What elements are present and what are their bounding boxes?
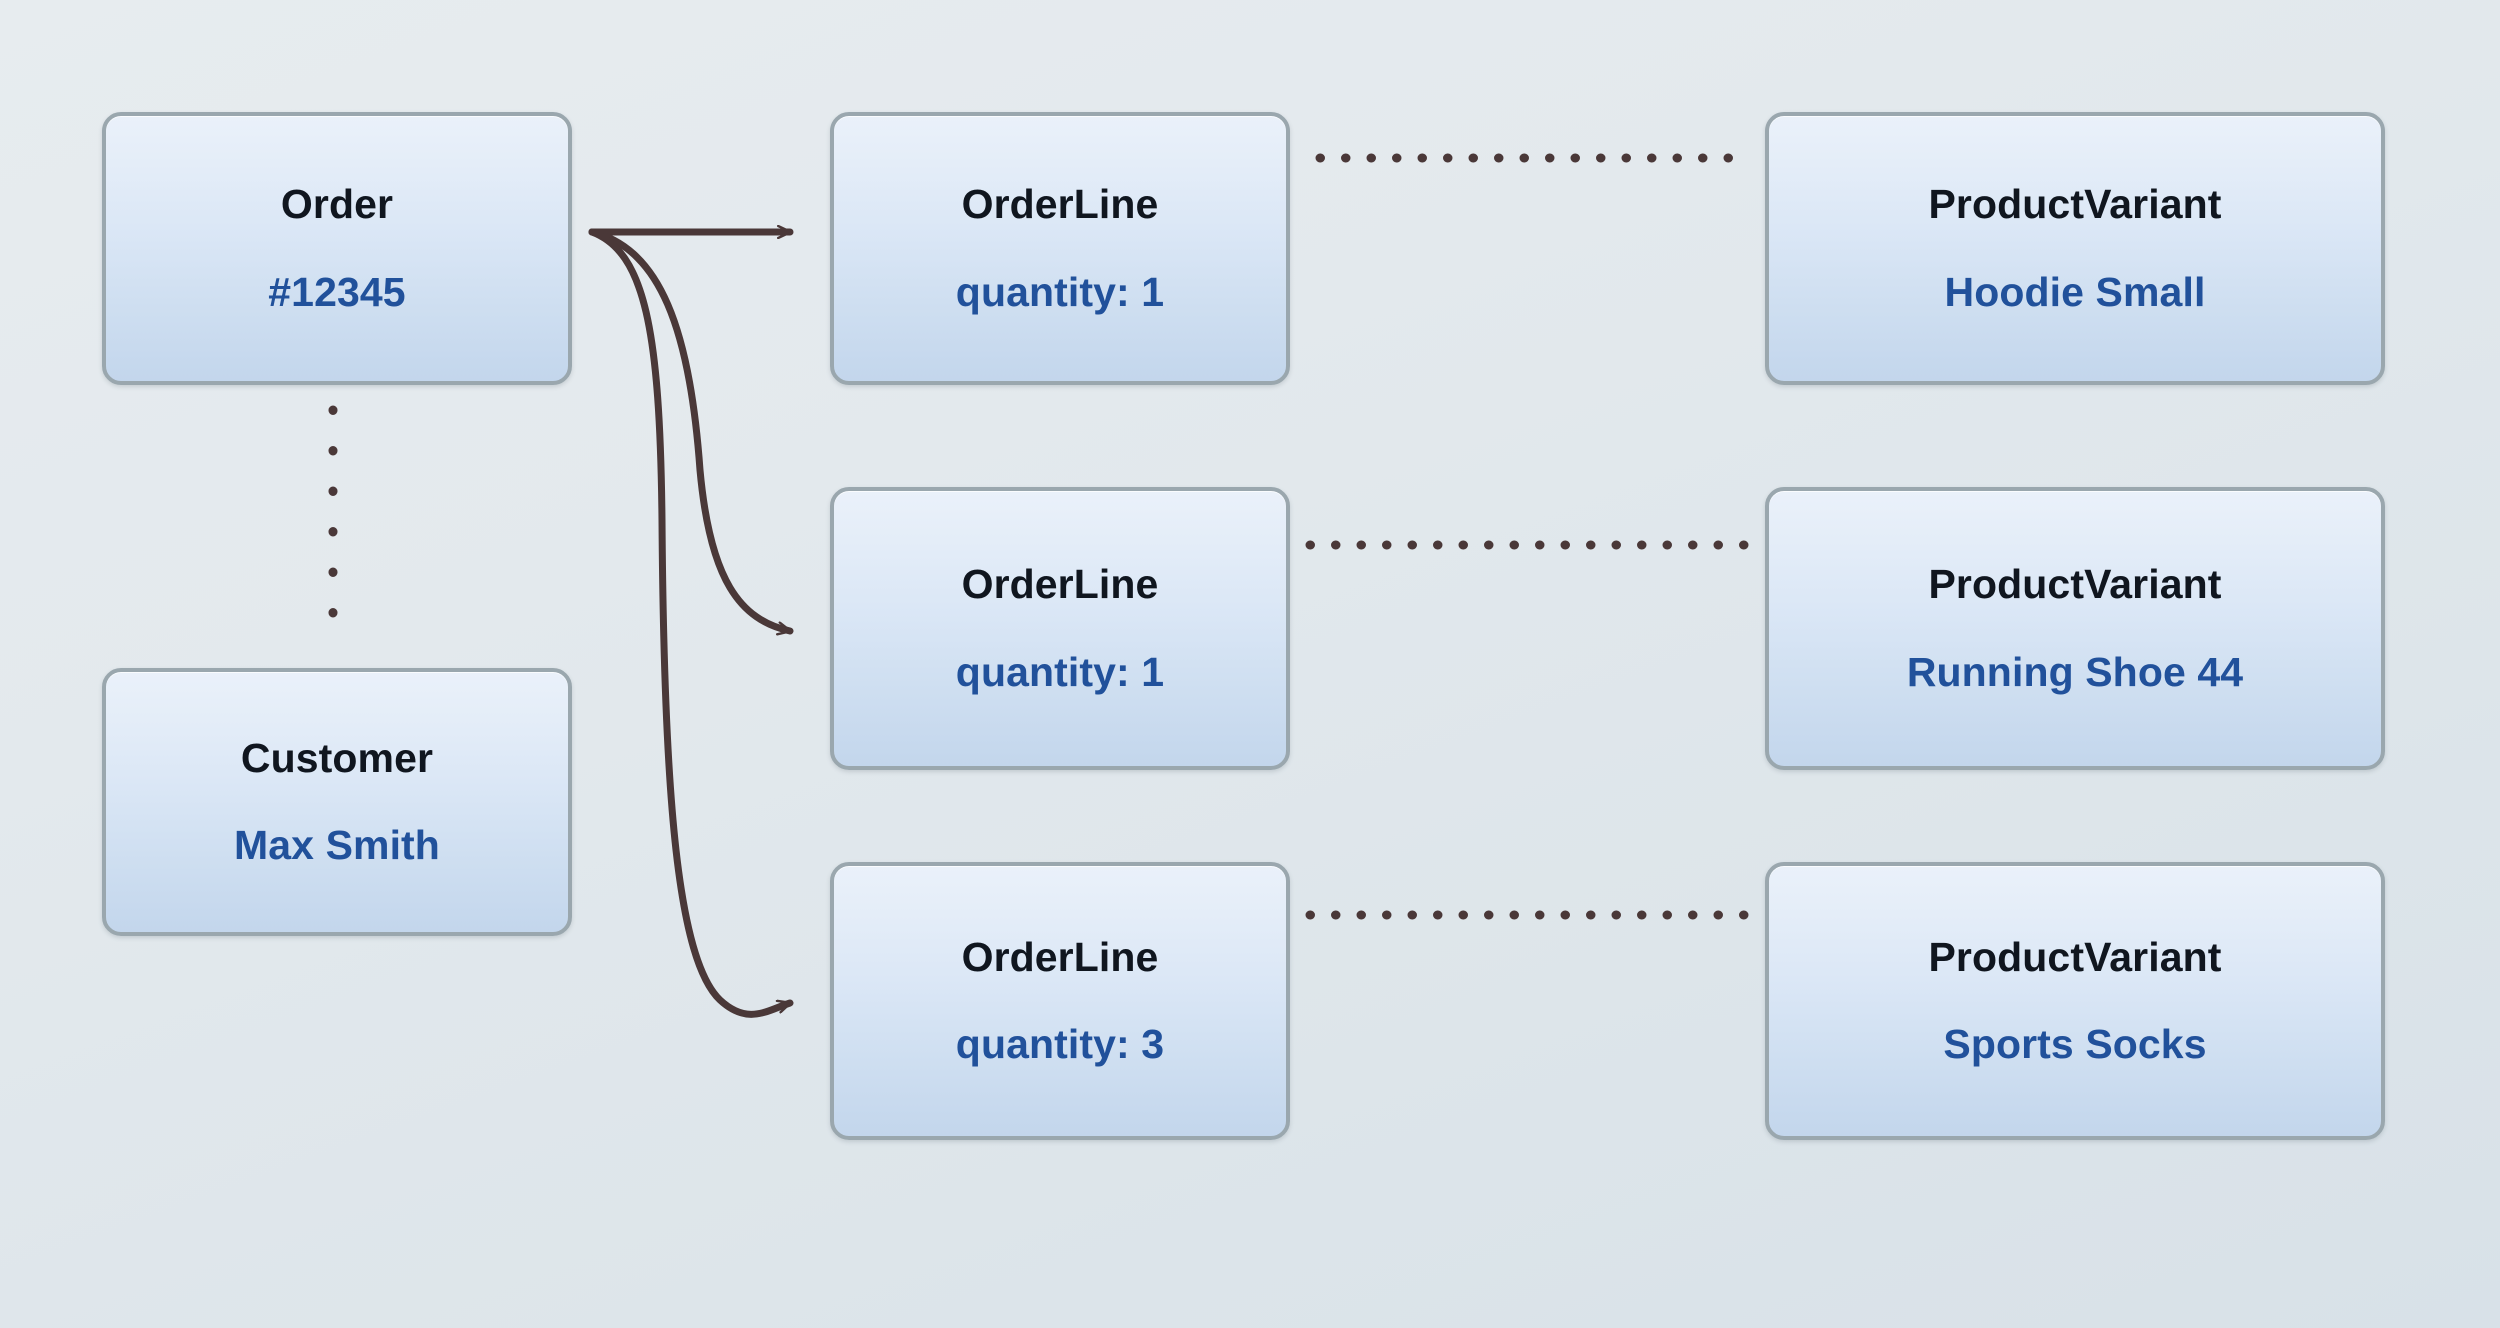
node-orderline-2[interactable]: OrderLine quantity: 1 [830,487,1290,770]
node-customer[interactable]: Customer Max Smith [102,668,572,936]
node-order-subtitle: #12345 [268,268,406,315]
node-productvariant-1[interactable]: ProductVariant Hoodie Small [1765,112,2385,385]
node-orderline-3-title: OrderLine [961,933,1159,980]
node-orderline-2-subtitle: quantity: 1 [955,648,1165,695]
node-productvariant-2-title: ProductVariant [1928,561,2222,608]
node-productvariant-2[interactable]: ProductVariant Running Shoe 44 [1765,487,2385,770]
node-order-title: Order [280,181,394,228]
node-orderline-1-title: OrderLine [961,181,1159,228]
node-customer-subtitle: Max Smith [234,822,440,868]
node-orderline-1-subtitle: quantity: 1 [955,268,1165,315]
node-orderline-3[interactable]: OrderLine quantity: 3 [830,862,1290,1140]
node-orderline-2-title: OrderLine [961,561,1159,608]
node-order[interactable]: Order #12345 [102,112,572,385]
edge-order-to-orderline-3 [588,228,794,1018]
node-orderline-1[interactable]: OrderLine quantity: 1 [830,112,1290,385]
node-productvariant-3-title: ProductVariant [1928,933,2222,980]
node-productvariant-3[interactable]: ProductVariant Sports Socks [1765,862,2385,1140]
node-customer-title: Customer [240,734,434,781]
node-productvariant-1-title: ProductVariant [1928,181,2222,228]
node-productvariant-3-subtitle: Sports Socks [1943,1021,2207,1067]
edge-order-to-orderline-2 [588,228,794,631]
node-orderline-3-subtitle: quantity: 3 [955,1021,1165,1067]
node-productvariant-2-subtitle: Running Shoe 44 [1906,648,2244,695]
node-productvariant-1-subtitle: Hoodie Small [1944,268,2206,315]
